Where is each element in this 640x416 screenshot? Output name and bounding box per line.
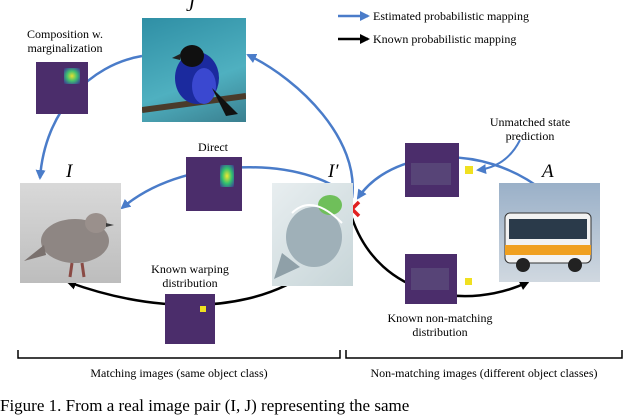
composition-label: Composition w. marginalization (0, 27, 130, 55)
bracket-matching (17, 350, 341, 359)
heatmap-composition (36, 62, 88, 114)
unmatched-pointer (476, 139, 521, 175)
label-i: I (66, 161, 73, 182)
known-warping-line1: Known warping (151, 262, 229, 276)
label-i-prime: I′ (328, 161, 339, 182)
known-nonmatching-label: Known non-matching distribution (370, 311, 510, 339)
arrow-iprime-to-j (246, 53, 354, 199)
figure-caption: Figure 1. From a real image pair (I, J) … (0, 396, 410, 415)
bracket-nonmatching-label: Non-matching images (different object cl… (370, 366, 598, 380)
image-i (20, 183, 121, 283)
image-a (499, 183, 600, 282)
heatmap-direct (186, 157, 242, 211)
image-i-prime (272, 183, 353, 286)
bracket-matching-label: Matching images (same object class) (90, 366, 268, 380)
legend-estimated-label: Estimated probabilistic mapping (373, 9, 529, 23)
composition-line2: marginalization (27, 41, 103, 55)
nonmatching-marker (465, 278, 472, 285)
composition-line1: Composition w. (27, 27, 103, 41)
known-nonmatching-line1: Known non-matching (387, 311, 493, 325)
image-j (142, 18, 246, 122)
heatmap-known-warping (165, 294, 215, 344)
heatmap-known-nonmatching (405, 254, 457, 304)
direct-label: Direct (198, 140, 228, 154)
heatmap-unmatched (405, 143, 459, 197)
unmatched-state-marker (465, 166, 473, 174)
label-j: J (186, 0, 195, 16)
unmatched-line2: prediction (505, 129, 555, 143)
known-nonmatching-line2: distribution (412, 325, 468, 339)
unmatched-line1: Unmatched state (489, 115, 571, 129)
label-a: A (542, 161, 554, 182)
legend-known-label: Known probabilistic mapping (373, 32, 517, 46)
bracket-nonmatching (345, 350, 623, 359)
unmatched-label: Unmatched state prediction (480, 115, 580, 143)
known-warping-line2: distribution (162, 276, 218, 290)
known-warping-label: Known warping distribution (140, 262, 240, 290)
